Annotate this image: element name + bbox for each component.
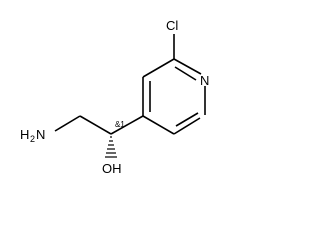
bond-c4-chiral (110, 115, 144, 135)
ring-nitrogen-label: N (200, 73, 209, 88)
amine-h-label: H (20, 127, 29, 142)
bond-c4-c5 (142, 115, 175, 135)
stereo-label: &1 (115, 120, 125, 129)
molecule-structure: Cl N OH H 2 N &1 (20, 18, 209, 176)
amine-n-label: N (36, 127, 45, 142)
bond-chiral-ch2 (79, 115, 112, 135)
bond-n1-c2 (173, 58, 202, 75)
chlorine-label: Cl (166, 18, 178, 33)
bond-c5-c6-inner (175, 112, 199, 127)
hashed-wedge-bond (105, 136, 117, 158)
pyridine-ring (142, 58, 206, 135)
amine-subscript: 2 (30, 134, 35, 144)
bond-c2-c3 (142, 58, 175, 78)
bond-ch2-n (54, 115, 81, 132)
bond-c5-c6 (173, 117, 201, 135)
amine-label: H 2 N (20, 127, 45, 144)
hydroxyl-label: OH (102, 161, 122, 176)
bond-n1-c2-inner (174, 66, 197, 81)
